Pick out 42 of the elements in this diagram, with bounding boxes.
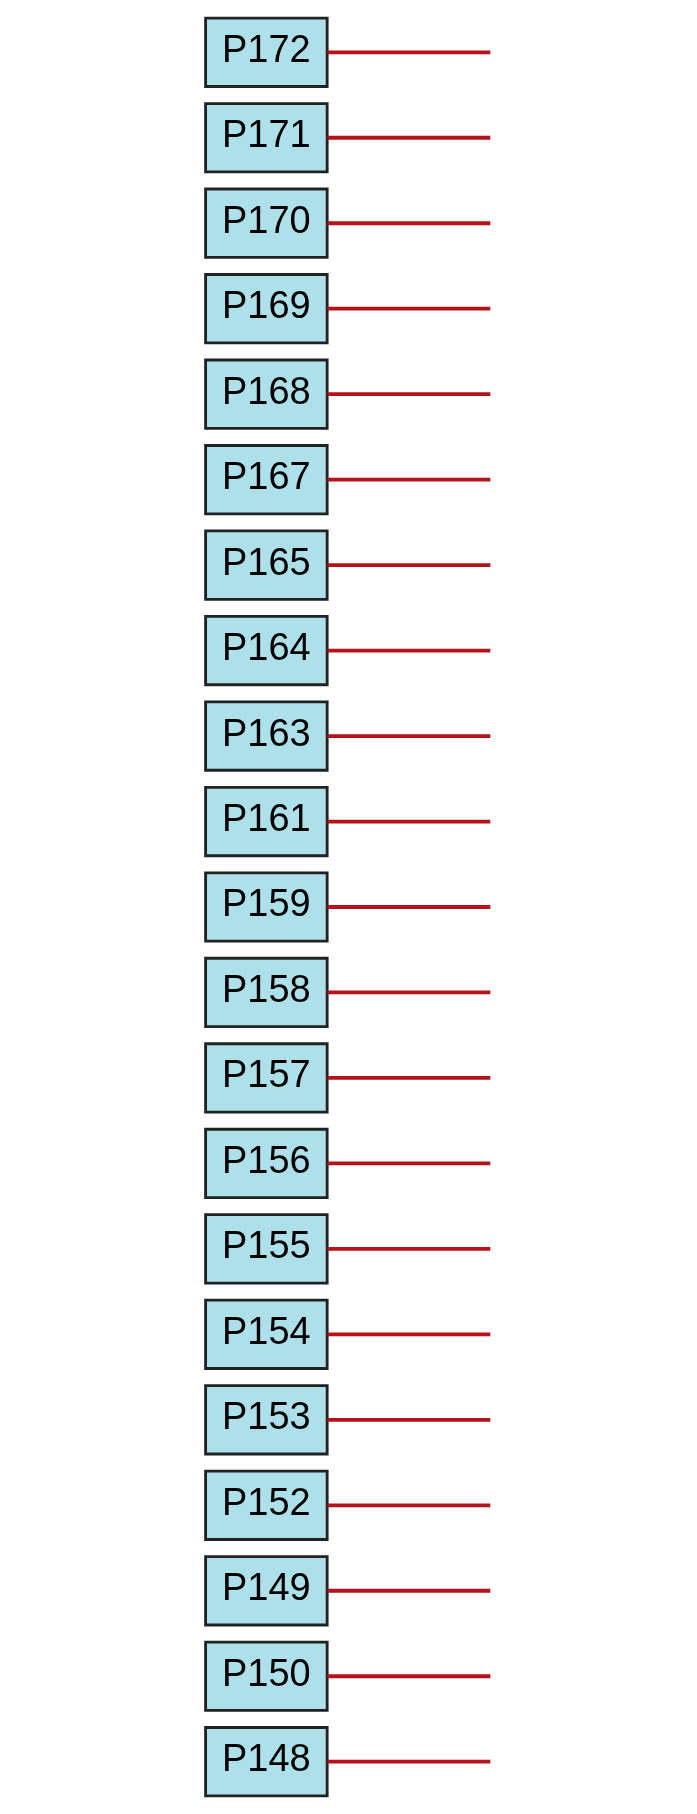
connector: [326, 734, 490, 738]
connector: [326, 1674, 490, 1679]
connector: [326, 1161, 490, 1166]
node-box: P159: [203, 871, 329, 943]
node-box: P170: [203, 187, 329, 259]
node-box: P152: [203, 1469, 329, 1541]
connector: [326, 563, 490, 567]
connector: [326, 1759, 490, 1764]
node-box: P171: [203, 102, 329, 174]
connector: [326, 306, 490, 311]
connector: [326, 1588, 490, 1593]
node-box: P172: [203, 16, 329, 88]
node-box: P161: [203, 785, 329, 858]
node-box: P150: [203, 1640, 329, 1712]
connector: [326, 819, 490, 824]
connector: [326, 1332, 490, 1337]
node-box: P164: [203, 614, 329, 687]
connector: [326, 477, 490, 482]
connector: [326, 1503, 490, 1508]
node-box: P167: [203, 444, 329, 516]
node-box: P154: [203, 1298, 329, 1370]
node-box: P158: [203, 956, 329, 1029]
node-box: P148: [203, 1726, 329, 1798]
connector: [326, 1076, 490, 1080]
connector: [326, 135, 490, 140]
connector: [326, 392, 490, 397]
node-box: P155: [203, 1213, 329, 1285]
connector: [326, 1247, 490, 1251]
connector: [326, 648, 490, 653]
connector: [326, 905, 490, 909]
connector: [326, 990, 490, 995]
node-box: P169: [203, 273, 329, 345]
connector: [326, 50, 490, 55]
node-box: P163: [203, 700, 329, 772]
node-box: P149: [203, 1555, 329, 1627]
connector: [326, 221, 490, 226]
connector: [326, 1417, 490, 1422]
node-box: P165: [203, 529, 329, 601]
node-box: P157: [203, 1042, 329, 1114]
node-box: P153: [203, 1384, 329, 1456]
node-box: P156: [203, 1127, 329, 1200]
node-box: P168: [203, 358, 329, 430]
